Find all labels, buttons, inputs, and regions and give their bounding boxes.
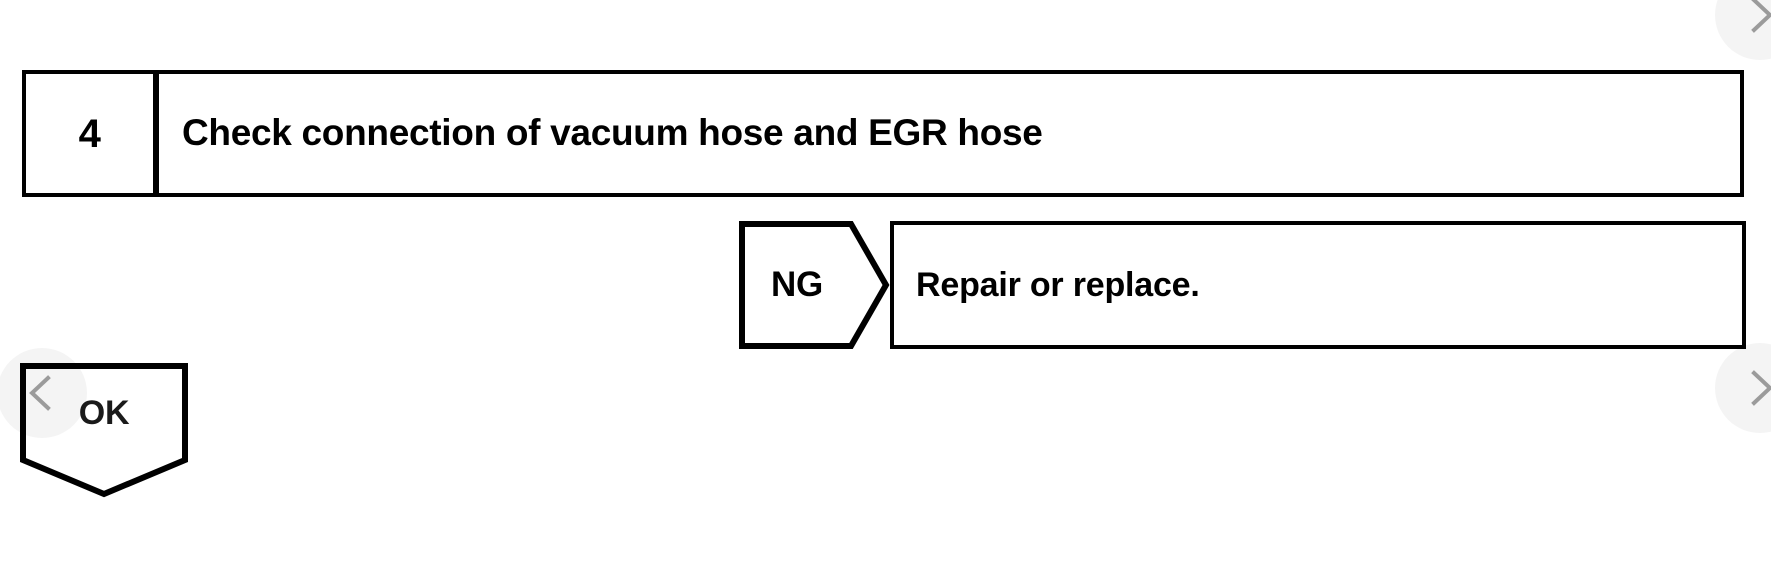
chevron-left-icon [29, 375, 51, 411]
branch-result-text-ng: Repair or replace. [916, 265, 1200, 304]
chevron-right-icon [1751, 370, 1771, 406]
branch-flag-ng: NG [738, 220, 890, 350]
step-number: 4 [78, 111, 101, 156]
chevron-right-icon [1751, 0, 1771, 33]
diagnostic-step-row: 4 Check connection of vacuum hose and EG… [22, 70, 1744, 197]
pentagon-right-icon [739, 221, 890, 349]
pentagon-down-icon [20, 363, 188, 498]
next-page-button[interactable] [1715, 343, 1771, 433]
step-description-cell: Check connection of vacuum hose and EGR … [156, 70, 1744, 197]
step-number-cell: 4 [22, 70, 156, 197]
branch-result-box-ng: Repair or replace. [890, 221, 1746, 349]
previous-page-button[interactable] [0, 348, 87, 438]
step-description: Check connection of vacuum hose and EGR … [182, 112, 1043, 154]
next-page-button-top[interactable] [1715, 0, 1771, 60]
